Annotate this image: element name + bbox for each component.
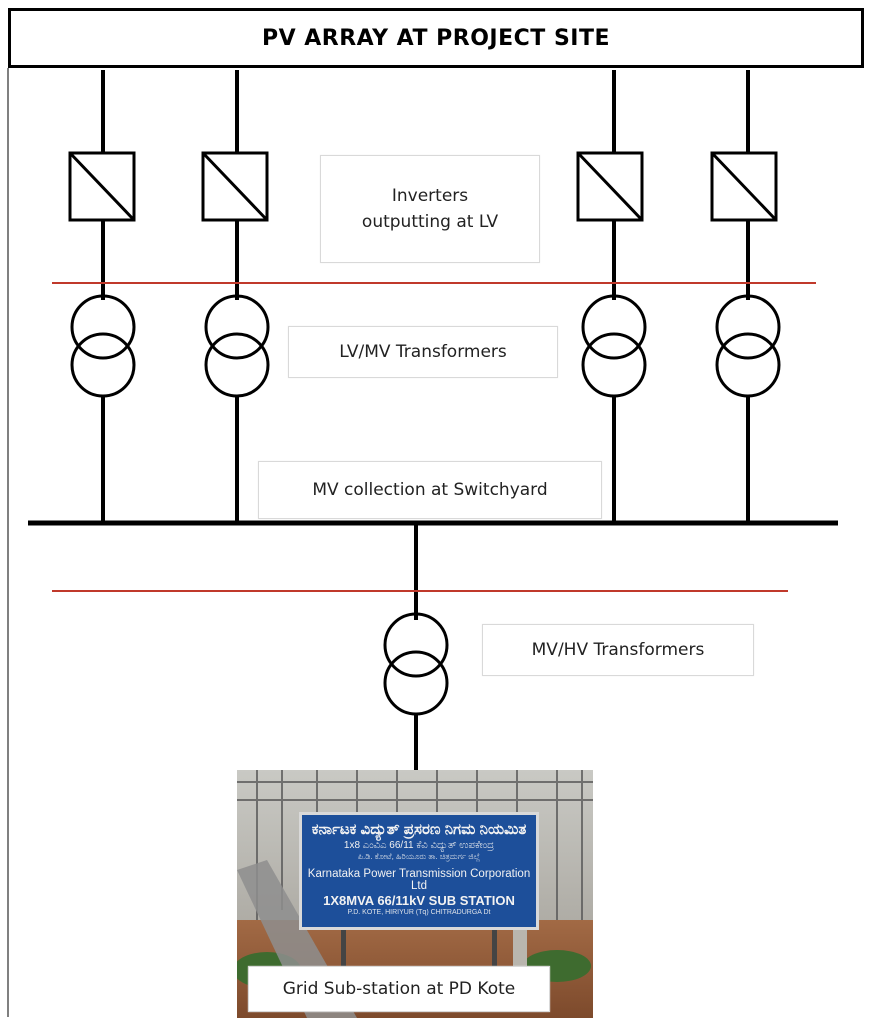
inverters-label: Inverters outputting at LV bbox=[320, 155, 540, 263]
sign-line-5: 1X8MVA 66/11kV SUB STATION bbox=[302, 893, 536, 908]
grid-substation-label: Grid Sub-station at PD Kote bbox=[248, 966, 550, 1012]
inverters-label-line1: Inverters bbox=[392, 183, 468, 209]
sign-line-6: P.D. KOTE, HIRIYUR (Tq) CHITRADURGA Dt bbox=[302, 909, 536, 916]
mv-collection-label: MV collection at Switchyard bbox=[258, 461, 602, 519]
inverter-icon bbox=[712, 153, 776, 220]
transformer-icon bbox=[206, 296, 268, 396]
inverter-icon bbox=[203, 153, 267, 220]
mv-hv-transformer-icon bbox=[385, 614, 447, 714]
inverter-icon bbox=[70, 153, 134, 220]
substation-signboard: ಕರ್ನಾಟಕ ವಿದ್ಯುತ್ ಪ್ರಸರಣ ನಿಗಮ ನಿಯಮಿತ 1x8 … bbox=[299, 812, 539, 930]
transformer-icon bbox=[717, 296, 779, 396]
inverter-icon bbox=[578, 153, 642, 220]
sign-line-1: ಕರ್ನಾಟಕ ವಿದ್ಯುತ್ ಪ್ರಸರಣ ನಿಗಮ ನಿಯಮಿತ bbox=[302, 821, 536, 838]
lv-mv-transformers-label: LV/MV Transformers bbox=[288, 326, 558, 378]
mv-hv-transformers-label: MV/HV Transformers bbox=[482, 624, 754, 676]
inverters-label-line2: outputting at LV bbox=[362, 209, 498, 235]
pv-array-title: PV ARRAY AT PROJECT SITE bbox=[8, 8, 864, 68]
transformer-icon bbox=[72, 296, 134, 396]
transformer-icon bbox=[583, 296, 645, 396]
pv-feeders bbox=[103, 70, 748, 152]
sign-line-2: 1x8 ಎಂವಿಎ 66/11 ಕೆವಿ ವಿದ್ಯುತ್ ಉಪಕೇಂದ್ರ bbox=[302, 840, 536, 851]
sign-line-3: ಪಿ.ಡಿ. ಕೋಟೆ, ಹಿರಿಯೂರು ತಾ. ಚಿತ್ರದುರ್ಗ ಜಿಲ… bbox=[302, 852, 536, 862]
sign-line-4: Karnataka Power Transmission Corporation… bbox=[302, 868, 536, 892]
